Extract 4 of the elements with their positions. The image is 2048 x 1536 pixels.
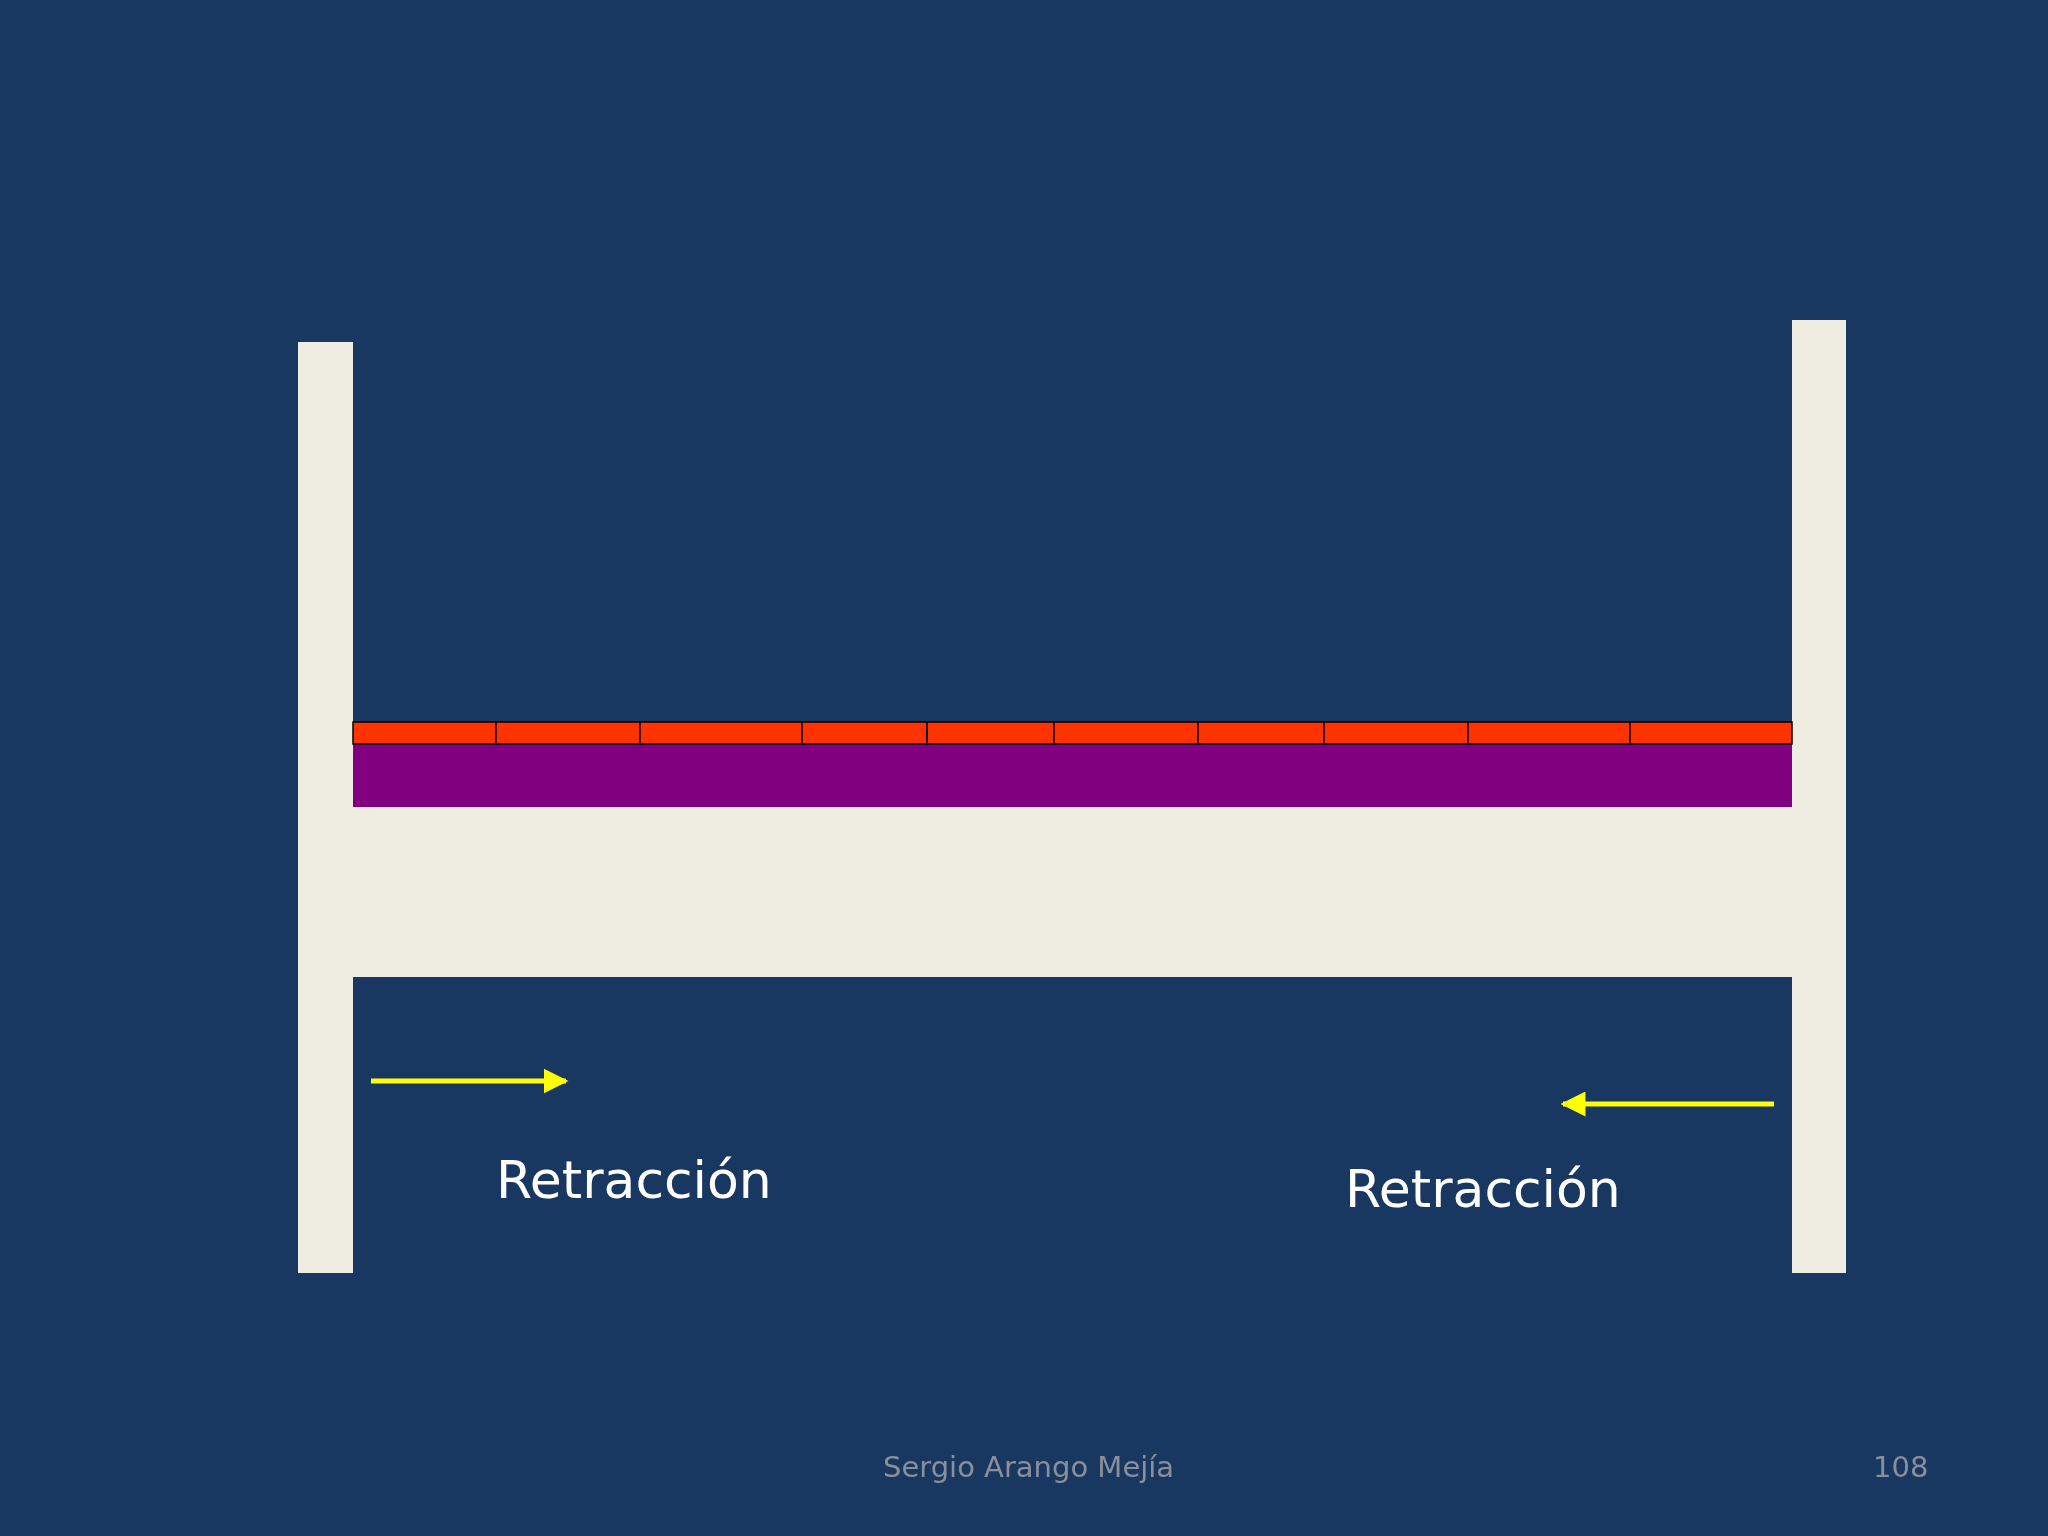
author-name: Sergio Arango Mejía [883,1450,1175,1484]
page-number: 108 [1873,1450,1929,1484]
shrinkage-label: Retracción [496,1150,772,1210]
shrinkage-label: Retracción [1345,1159,1621,1219]
